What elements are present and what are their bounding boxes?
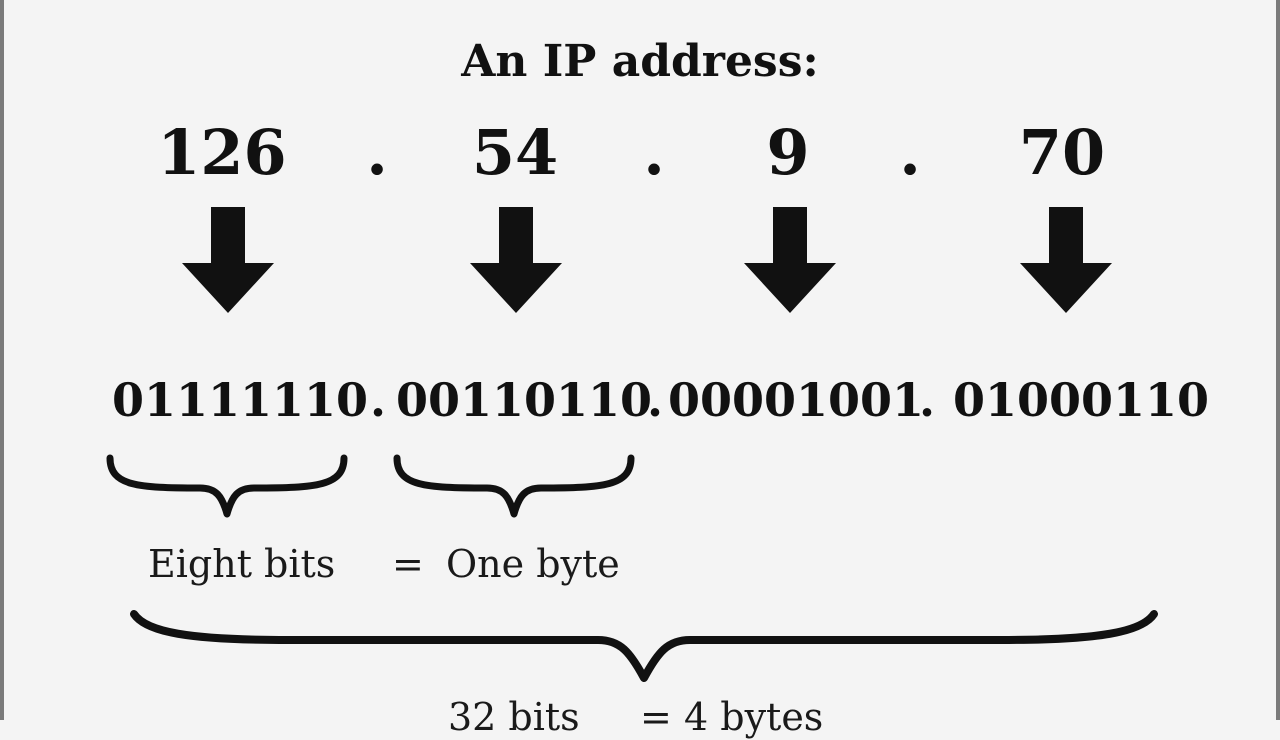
down-arrow-icon xyxy=(182,207,274,313)
binary-octet-1: 01111110 xyxy=(112,373,369,427)
diagram-title: An IP address: xyxy=(461,36,819,87)
binary-separator-3: . xyxy=(918,373,935,427)
total-brace xyxy=(130,610,1158,682)
decimal-separator-1: . xyxy=(366,116,388,189)
eight-bits-label: Eight bits xyxy=(148,542,336,586)
decimal-octet-2: 54 xyxy=(471,116,559,189)
decimal-octet-4: 70 xyxy=(1018,116,1106,189)
byte-brace-2 xyxy=(393,454,635,518)
total-bits-label: 32 bits xyxy=(448,695,580,739)
binary-separator-1: . xyxy=(369,373,386,427)
down-arrow-icon xyxy=(744,207,836,313)
byte-brace-1 xyxy=(106,454,348,518)
binary-octet-2: 00110110 xyxy=(396,373,653,427)
equals-sign: = xyxy=(392,542,424,586)
frame-left xyxy=(0,0,4,720)
frame-right xyxy=(1276,0,1280,720)
total-bytes-label: 4 bytes xyxy=(684,695,824,739)
one-byte-label: One byte xyxy=(446,542,620,586)
down-arrow-icon xyxy=(470,207,562,313)
decimal-octet-3: 9 xyxy=(766,116,810,189)
binary-separator-2: . xyxy=(646,373,663,427)
decimal-separator-3: . xyxy=(899,116,921,189)
down-arrow-icon xyxy=(1020,207,1112,313)
binary-octet-4: 01000110 xyxy=(953,373,1210,427)
binary-octet-3: 00001001 xyxy=(668,373,925,427)
decimal-separator-2: . xyxy=(643,116,665,189)
total-equals-sign: = xyxy=(640,695,672,739)
decimal-octet-1: 126 xyxy=(157,116,287,189)
